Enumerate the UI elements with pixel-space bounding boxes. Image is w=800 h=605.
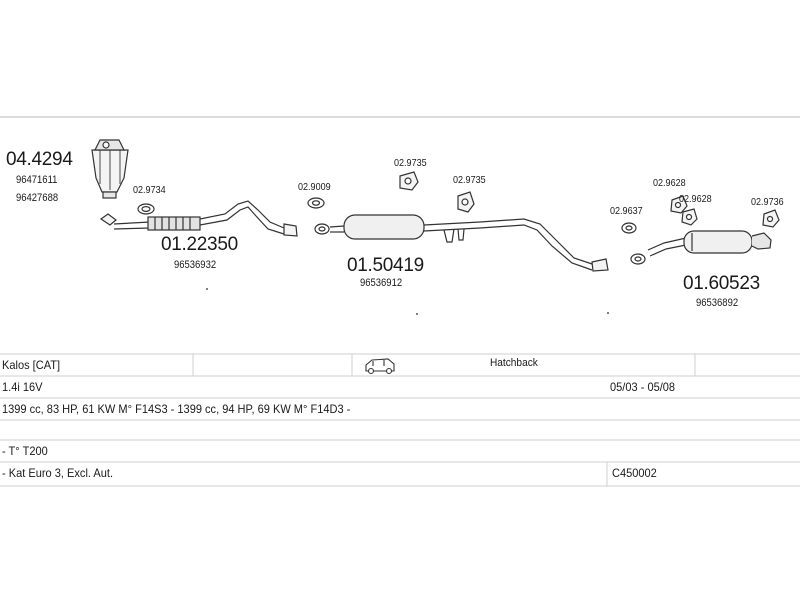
table-row: 1399 cc, 83 HP, 61 KW M° F14S3 - 1399 cc… — [0, 398, 800, 420]
rear-muffler-oem: 96536892 — [696, 297, 739, 309]
hanger-a-code: 02.9735 — [394, 157, 427, 169]
catalytic-converter — [91, 139, 129, 199]
hanger-d — [681, 208, 698, 226]
ring-rear-code: 02.9637 — [610, 205, 643, 217]
ring-mid — [307, 197, 330, 235]
front-pipe-oem: 96536932 — [174, 259, 217, 271]
model-cell: Kalos [CAT] — [2, 358, 61, 372]
middle-muffler-oem: 96536912 — [360, 277, 403, 289]
cat-part-number: 04.4294 — [6, 149, 73, 170]
ring-rear — [621, 222, 646, 265]
code-cell: C450002 — [612, 466, 657, 480]
front-pipe-number: 01.22350 — [161, 234, 238, 255]
rear-muffler-number: 01.60523 — [683, 273, 760, 294]
ring-mid-code: 02.9009 — [298, 181, 331, 193]
hanger-c-code: 02.9628 — [653, 177, 686, 189]
gasket-front — [137, 203, 155, 215]
hanger-b-code: 02.9735 — [453, 174, 486, 186]
table-row: 1.4i 16V 05/03 - 05/08 — [0, 376, 800, 398]
engine-cell: 1.4i 16V — [2, 380, 43, 394]
type-cell: - T° T200 — [2, 444, 48, 458]
hanger-a — [399, 171, 419, 191]
middle-muffler-number: 01.50419 — [347, 255, 424, 276]
table-row: - Kat Euro 3, Excl. Aut. C450002 — [0, 462, 800, 484]
cat-oem-number-1: 96471611 — [16, 174, 58, 186]
table-row: - T° T200 — [0, 440, 800, 462]
body-cell: Hatchback — [490, 357, 538, 369]
cat-oem-number-2: 96427688 — [16, 192, 59, 204]
hanger-b — [457, 191, 475, 213]
hanger-e-code: 02.9736 — [751, 196, 784, 208]
table-grid — [0, 353, 800, 487]
gasket-front-code: 02.9734 — [133, 184, 166, 196]
rear-muffler — [647, 230, 772, 257]
years-cell: 05/03 - 05/08 — [610, 380, 676, 394]
car-icon — [365, 358, 395, 375]
notes-cell: - Kat Euro 3, Excl. Aut. — [2, 466, 114, 480]
hanger-d-code: 02.9628 — [679, 193, 712, 205]
table-row: Kalos [CAT] Hatchback — [0, 354, 800, 376]
hanger-e — [762, 209, 780, 228]
front-pipe — [99, 200, 298, 237]
middle-muffler — [329, 214, 609, 272]
hanger-c — [670, 195, 688, 214]
spec-cell: 1399 cc, 83 HP, 61 KW M° F14S3 - 1399 cc… — [2, 402, 351, 416]
